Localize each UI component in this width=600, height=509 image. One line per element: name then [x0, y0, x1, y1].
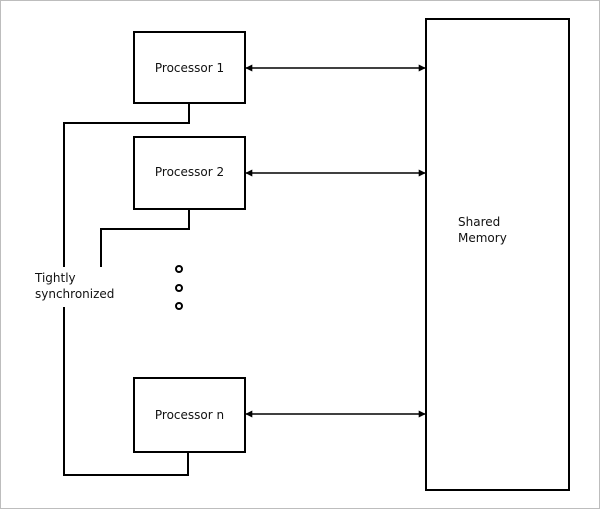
- processor-2-box: [133, 136, 246, 210]
- shared-memory-label-line2: Memory: [458, 231, 507, 245]
- shared-memory-label-line1: Shared: [458, 215, 500, 229]
- processor-n-node: Processor n: [133, 377, 246, 453]
- processor-2-node: Processor 2: [133, 136, 246, 210]
- sync-wire-bus-lower: [63, 307, 189, 476]
- processor-n-label: Processor n: [155, 408, 224, 422]
- shared-memory-node: Shared Memory: [425, 18, 570, 491]
- sync-label-line2: synchronized: [35, 287, 114, 301]
- processor-1-box: [133, 31, 246, 104]
- sync-label-line1: Tightly: [34, 271, 76, 285]
- ellipsis-dot: [175, 302, 183, 310]
- processor-n-box: [133, 377, 246, 453]
- sync-wire-p2-branch: [100, 209, 190, 267]
- ellipsis-dot: [175, 284, 183, 292]
- ellipsis-dot: [175, 265, 183, 273]
- sync-wire-p1-to-bus: [63, 103, 190, 267]
- processor-1-label: Processor 1: [155, 61, 224, 75]
- shared-memory-box: [425, 18, 570, 491]
- processor-2-label: Processor 2: [155, 165, 224, 179]
- processor-1-node: Processor 1: [133, 31, 246, 104]
